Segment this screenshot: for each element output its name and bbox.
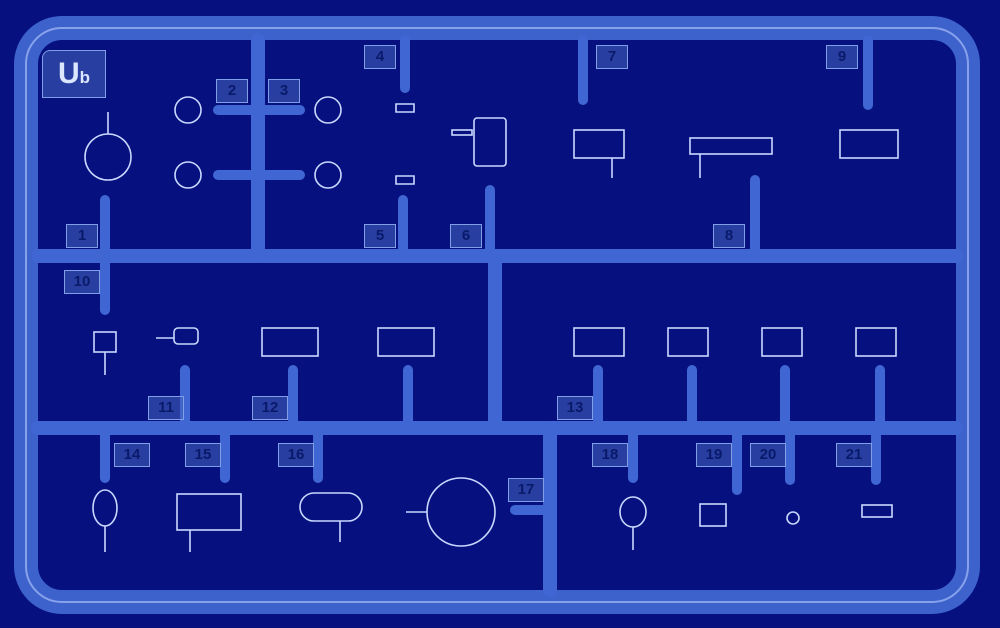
part-number-8: 8	[713, 224, 745, 248]
part-number-14: 14	[114, 443, 150, 467]
part-number-18: 18	[592, 443, 628, 467]
sprue-code-sub: b	[79, 68, 91, 87]
part-number-2: 2	[216, 79, 248, 103]
runner-frame	[14, 16, 980, 614]
sprue-code-main: U	[57, 57, 80, 90]
part-number-15: 15	[185, 443, 221, 467]
part-number-21: 21	[836, 443, 872, 467]
part-number-4: 4	[364, 45, 396, 69]
part-number-16: 16	[278, 443, 314, 467]
part-number-9: 9	[826, 45, 858, 69]
part-number-19: 19	[696, 443, 732, 467]
part-number-5: 5	[364, 224, 396, 248]
part-number-17: 17	[508, 478, 544, 502]
part-number-20: 20	[750, 443, 786, 467]
part-number-13: 13	[557, 396, 593, 420]
part-number-6: 6	[450, 224, 482, 248]
sprue-code-badge: Ub	[42, 50, 106, 98]
part-number-7: 7	[596, 45, 628, 69]
part-number-11: 11	[148, 396, 184, 420]
part-number-12: 12	[252, 396, 288, 420]
parts	[84, 96, 899, 552]
part-number-1: 1	[66, 224, 98, 248]
part-number-10: 10	[64, 270, 100, 294]
part-number-3: 3	[268, 79, 300, 103]
